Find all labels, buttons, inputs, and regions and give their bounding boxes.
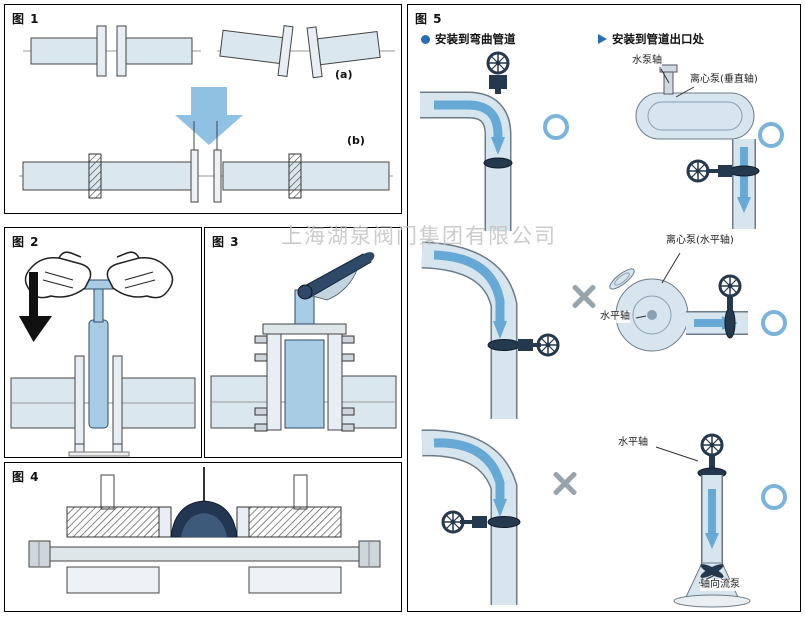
diagram-bend-correct <box>420 51 513 231</box>
section-bend-label: 安装到弯曲管道 <box>435 32 516 46</box>
diagram-bend-incorrect <box>421 241 560 419</box>
flange-sections <box>66 506 342 538</box>
axial-flow-pump-label: 轴向流泵 <box>700 579 740 591</box>
figure-3-panel: 图 3 <box>204 227 402 458</box>
handwheel-icon <box>718 274 742 298</box>
correct-mark-icon <box>758 122 784 148</box>
hands-icon <box>24 251 174 299</box>
stud-bolt <box>28 540 381 568</box>
figure-1-drawing <box>19 25 395 203</box>
down-arrow-icon <box>175 87 243 145</box>
lever-handle <box>297 252 375 300</box>
pipe <box>10 377 196 429</box>
figure-3-drawing <box>210 252 397 432</box>
valve-flange <box>483 157 513 169</box>
diagram-axial-flow-pump <box>655 433 751 608</box>
handwheel-icon <box>441 510 465 534</box>
valve-flange <box>724 307 736 339</box>
valve-flange <box>487 339 521 351</box>
handwheel-icon <box>536 333 560 357</box>
leader-lines <box>635 252 681 319</box>
valve-neck <box>262 269 358 335</box>
figure-4-drawing <box>28 467 381 594</box>
incorrect-mark-icon <box>570 282 598 310</box>
figure-2-panel: 图 2 <box>4 227 202 458</box>
flanges <box>68 355 130 457</box>
valve-flange <box>728 165 760 177</box>
pipe <box>210 375 397 429</box>
figure-1-label-b: (b) <box>347 134 365 147</box>
pipe-walls <box>100 474 308 510</box>
section-header-pipe-outlet: 安装到管道出口处 <box>598 31 704 47</box>
handwheel-icon <box>686 159 710 183</box>
handwheel-icon <box>700 433 724 457</box>
bolts <box>254 335 355 432</box>
propeller-icon <box>700 564 724 578</box>
centrifugal-horizontal-label: 离心泵(水平轴) <box>666 235 734 247</box>
correct-assembly <box>19 121 393 203</box>
figure-2-title: 图 2 <box>12 235 40 249</box>
figure-2-drawing <box>10 251 196 457</box>
valve-seat <box>170 500 238 538</box>
insert-arrow-icon <box>19 272 52 342</box>
circle-bullet-icon <box>421 34 430 44</box>
figure-1-label-a: (a) <box>335 68 353 81</box>
valve-flange <box>487 516 521 528</box>
misaligned-pipes-pair <box>217 25 395 79</box>
flanges <box>266 333 343 431</box>
figure-1-panel: 图 1 (a) (b) <box>4 4 402 214</box>
section-outlet-label: 安装到管道出口处 <box>612 32 704 46</box>
figure-4-panel: 图 4 <box>4 462 402 612</box>
diagram-pump-vertical-shaft <box>635 64 760 229</box>
triangle-bullet-icon <box>598 34 607 44</box>
horizontal-shaft-label-bottom: 水平轴 <box>618 437 648 449</box>
correct-mark-icon <box>761 484 787 510</box>
aligned-pipes-pair <box>23 25 201 77</box>
figure-4-title: 图 4 <box>12 470 40 484</box>
diagram-bend-incorrect-2 <box>421 429 521 605</box>
centrifugal-vertical-label: 离心泵(垂直轴) <box>690 74 758 86</box>
figure-5-panel: 图 5 安装到弯曲管道 安装到管道出口处 <box>407 4 801 612</box>
correct-mark-icon <box>761 310 787 336</box>
pump-shaft-label: 水泵轴 <box>632 55 662 67</box>
figure-1-title: 图 1 <box>12 12 40 26</box>
correct-mark-icon <box>543 114 569 140</box>
figure-3-title: 图 3 <box>212 235 240 249</box>
incorrect-mark-icon <box>551 469 579 497</box>
leader-lines <box>660 68 695 98</box>
lower-flange-sections <box>66 566 342 594</box>
horizontal-shaft-label-mid: 水平轴 <box>600 311 630 323</box>
wafer-valve <box>78 279 119 429</box>
handwheel-icon <box>486 51 510 75</box>
diagram-pump-horizontal-shaft <box>609 252 748 352</box>
figure-5-drawing <box>420 51 760 608</box>
section-header-bend-pipe: 安装到弯曲管道 <box>421 31 516 47</box>
figure-5-title: 图 5 <box>415 12 443 26</box>
